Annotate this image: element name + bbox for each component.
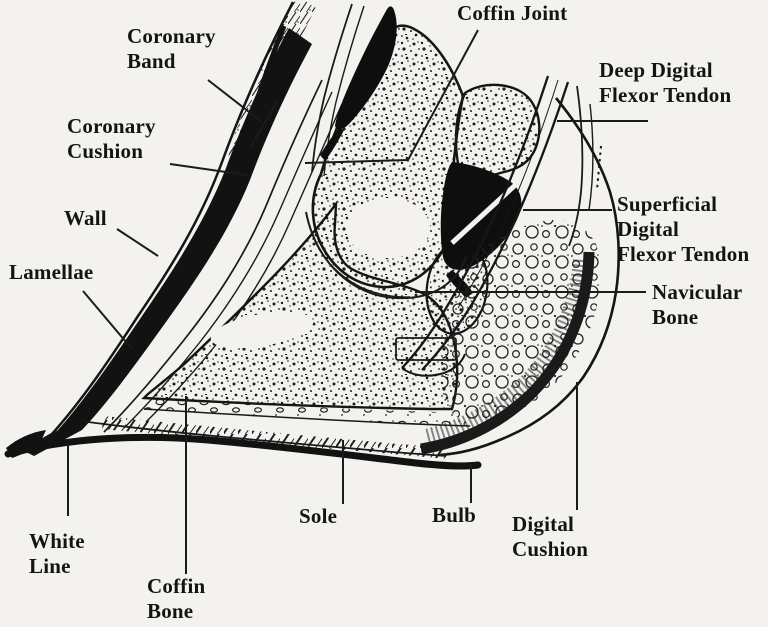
coffin-bone-shape <box>141 200 459 411</box>
leader-coronary-band-tick <box>249 101 278 149</box>
label-coronary-band: Coronary Band <box>127 24 216 73</box>
sole-bottom-edge <box>4 433 482 470</box>
coffin-bone-highlight <box>210 311 314 349</box>
label-digital-cushion: Digital Cushion <box>512 512 589 561</box>
leader-coronary-cushion <box>169 163 248 176</box>
label-navicular-bone: Navicular Bone <box>652 280 743 329</box>
short-pastern-bone <box>311 24 541 289</box>
hoof-outer-outline <box>13 1 295 458</box>
label-bulb: Bulb <box>432 503 476 527</box>
deep-flexor-tendon-lines <box>401 75 570 377</box>
condyle-highlight <box>346 198 430 258</box>
heel-outline <box>438 97 620 457</box>
leader-wall <box>116 228 159 257</box>
label-wall: Wall <box>64 206 107 230</box>
label-lamellae: Lamellae <box>9 260 94 284</box>
label-sole: Sole <box>299 504 338 528</box>
superficial-flexor-tendon-lines <box>568 85 602 247</box>
label-superficial-digital-flexor-tendon: Superficial Digital Flexor Tendon <box>617 192 750 266</box>
joint-capsule-arc <box>305 211 468 300</box>
hoof-wall-band <box>26 28 312 456</box>
leader-coffin-joint <box>304 29 479 164</box>
label-white-line: White Line <box>29 529 85 578</box>
leader-lines <box>67 29 648 574</box>
label-coronary-cushion: Coronary Cushion <box>67 114 156 163</box>
label-coffin-joint: Coffin Joint <box>457 1 568 25</box>
bulb-band <box>420 251 595 455</box>
leader-coronary-band <box>207 79 263 123</box>
label-coffin-bone: Coffin Bone <box>147 574 206 623</box>
label-deep-digital-flexor-tendon: Deep Digital Flexor Tendon <box>599 58 732 107</box>
digital-cushion-texture <box>441 220 601 423</box>
leader-lamellae <box>82 290 133 350</box>
sole-layers <box>4 398 482 470</box>
